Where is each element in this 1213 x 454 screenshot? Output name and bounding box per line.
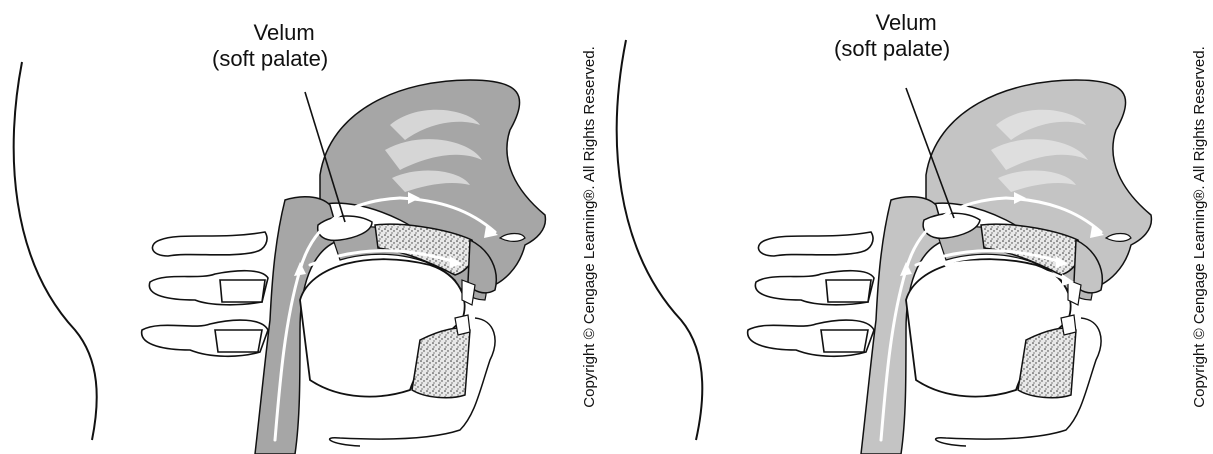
velum-label-line1: Velum bbox=[212, 20, 328, 46]
velum-label-line2: (soft palate) bbox=[212, 46, 328, 72]
diagram-panel-left: Velum (soft palate) Copyright © Cengage … bbox=[0, 0, 606, 454]
velum-label-line1: Velum bbox=[834, 10, 950, 36]
head-back-outline bbox=[617, 40, 702, 440]
cervical-vertebrae bbox=[748, 232, 874, 356]
copyright-notice: Copyright © Cengage Learning®. All Right… bbox=[1191, 12, 1209, 442]
velum-label: Velum (soft palate) bbox=[834, 10, 950, 62]
upper-teeth bbox=[462, 280, 475, 305]
vocal-tract-illustration bbox=[606, 0, 1212, 454]
upper-teeth bbox=[1068, 280, 1081, 305]
head-back-outline bbox=[14, 62, 97, 440]
cervical-vertebrae bbox=[142, 232, 268, 356]
lower-teeth bbox=[455, 315, 470, 335]
diagram-panel-right: Velum (soft palate) Copyright © Cengage … bbox=[606, 0, 1212, 454]
copyright-notice: Copyright © Cengage Learning®. All Right… bbox=[581, 12, 599, 442]
velum-label-line2: (soft palate) bbox=[834, 36, 950, 62]
velum-label: Velum (soft palate) bbox=[212, 20, 328, 72]
lower-teeth bbox=[1061, 315, 1076, 335]
